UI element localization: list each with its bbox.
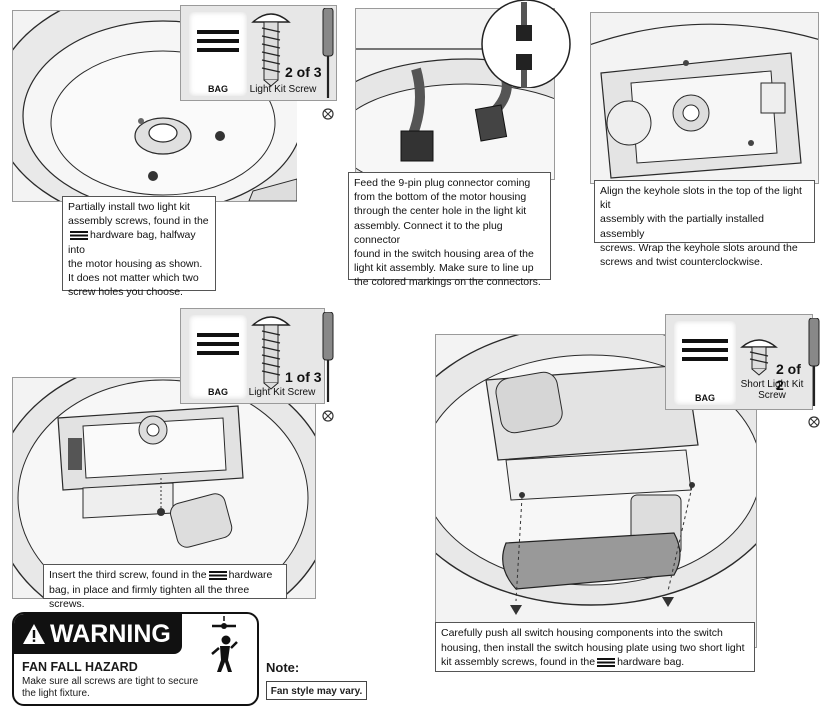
connector-detail-inset	[481, 0, 571, 88]
hardware-bag-icon	[208, 570, 227, 580]
screw-icon	[251, 316, 291, 390]
plug-connector-drawing	[356, 48, 554, 179]
warning-box: WARNING FAN FALL HAZARD Make sure all sc…	[12, 612, 259, 706]
hardware-bag-icon	[70, 231, 88, 241]
screw-name: Light Kit Screw	[248, 387, 316, 398]
hardware-bag-icon: BAG	[674, 321, 736, 405]
keyhole-slots-drawing	[591, 23, 818, 179]
screw-icon	[740, 339, 778, 376]
step2-illustration	[355, 8, 555, 180]
falling-fan-icon	[211, 616, 238, 672]
hardware-bag-icon: BAG	[189, 315, 247, 399]
screw-count: 2 of 3	[285, 64, 322, 80]
screw-icon	[251, 13, 291, 87]
hazard-title: FAN FALL HAZARD	[22, 660, 138, 674]
screw-name: Light Kit Screw	[249, 84, 317, 95]
switch-housing-plate-drawing	[436, 335, 756, 615]
step3-illustration	[590, 12, 819, 184]
step5-caption: Carefully push all switch housing compon…	[435, 622, 755, 672]
bag-label: BAG	[695, 393, 715, 403]
screw-count: 2 of 2	[776, 361, 801, 393]
note-label: Note:	[266, 660, 300, 675]
step3-caption: Align the keyhole slots in the top of th…	[594, 180, 815, 268]
screw-count: 1 of 3	[285, 369, 322, 385]
step4-illustration	[12, 377, 316, 599]
step5-hardware-callout: BAG 2 of 2 Short Light Kit Screw	[665, 314, 813, 410]
hazard-text: Make sure all screws are tight to secure…	[22, 676, 199, 699]
bag-label: BAG	[208, 387, 228, 397]
hardware-bag-icon: BAG	[189, 12, 247, 96]
warning-triangle-icon	[23, 624, 45, 644]
screwdriver-icon	[322, 8, 334, 120]
step1-hardware-callout: BAG 2 of 3 Light Kit Screw	[180, 5, 337, 101]
screwdriver-icon	[808, 318, 820, 428]
screwdriver-icon	[322, 312, 334, 422]
hardware-bag-icon	[597, 657, 616, 667]
light-kit-bottom-drawing	[13, 378, 315, 598]
note-text: Fan style may vary.	[266, 681, 367, 700]
step4-hardware-callout: BAG 1 of 3 Light Kit Screw	[180, 308, 325, 404]
bag-label: BAG	[208, 84, 228, 94]
motor-housing-drawing	[13, 11, 297, 201]
step1-caption: Partially install two light kit assembly…	[62, 196, 216, 298]
screw-name: Short Light Kit Screw	[740, 379, 804, 401]
warning-title: WARNING	[50, 620, 171, 648]
warning-header: WARNING	[14, 614, 182, 654]
step2-caption: Feed the 9-pin plug connector coming fro…	[348, 172, 551, 288]
